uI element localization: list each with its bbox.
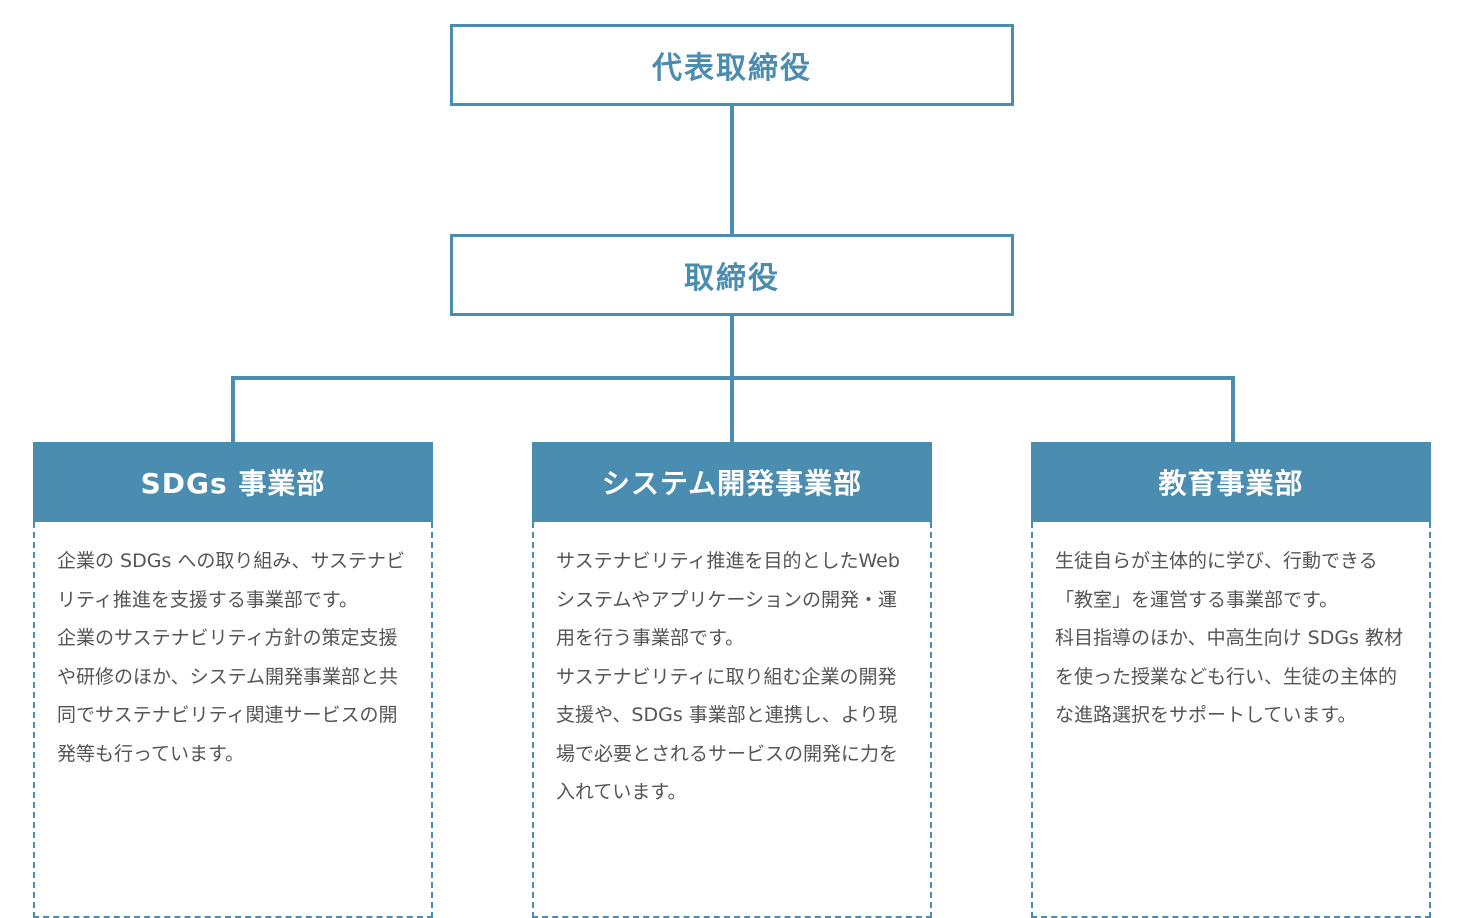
department-system-description: サステナビリティ推進を目的としたWeb システムやアプリケーションの開発・運用を… [532,522,932,918]
ceo-label: 代表取締役 [652,51,812,86]
connector-ceo-board [730,104,734,236]
department-education-description: 生徒自らが主体的に学び、行動できる「教室」を運営する事業部です。 科目指導のほか… [1031,522,1431,918]
ceo-box: 代表取締役 [450,24,1014,106]
connector-board-branch [730,314,734,378]
connector-education [1231,376,1235,444]
connector-system [730,376,734,444]
department-sdgs: SDGs 事業部 企業の SDGs への取り組み、サステナビリティ推進を支援する… [33,442,433,918]
department-system-title: システム開発事業部 [532,442,932,522]
department-education: 教育事業部 生徒自らが主体的に学び、行動できる「教室」を運営する事業部です。 科… [1031,442,1431,918]
board-box: 取締役 [450,234,1014,316]
board-label: 取締役 [684,261,780,296]
department-sdgs-description: 企業の SDGs への取り組み、サステナビリティ推進を支援する事業部です。 企業… [33,522,433,918]
department-sdgs-title: SDGs 事業部 [33,442,433,522]
connector-sdgs [231,376,235,444]
department-system: システム開発事業部 サステナビリティ推進を目的としたWeb システムやアプリケー… [532,442,932,918]
department-education-title: 教育事業部 [1031,442,1431,522]
